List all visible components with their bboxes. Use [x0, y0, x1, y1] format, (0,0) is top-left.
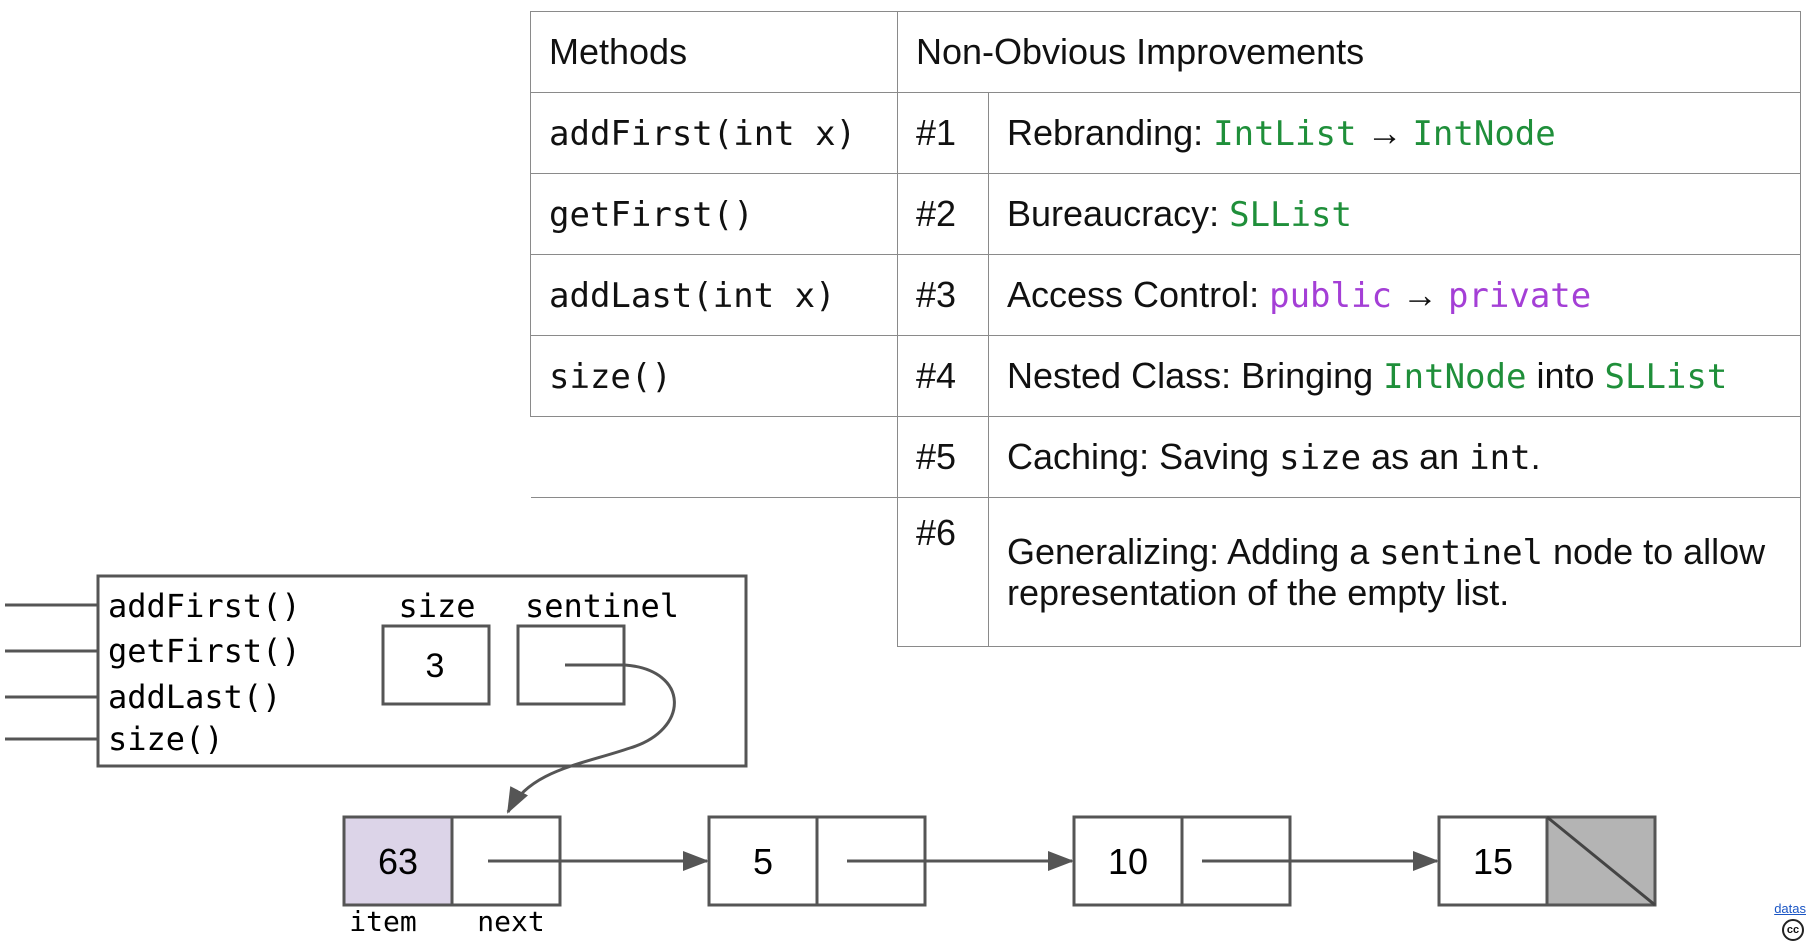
- description-segment: SLList: [1604, 357, 1728, 397]
- description-segment: Nested Class: Bringing: [1007, 355, 1384, 396]
- description-segment: sentinel: [1379, 532, 1544, 573]
- item-label: item: [349, 905, 416, 938]
- description-segment: as an: [1361, 436, 1470, 477]
- method-label: getFirst(): [108, 632, 301, 670]
- description-segment: int: [1469, 438, 1531, 478]
- method-cell: addLast(int x): [530, 254, 898, 336]
- sentinel-label: sentinel: [525, 587, 679, 625]
- description-segment: public: [1269, 276, 1392, 316]
- description-segment: IntNode: [1383, 357, 1527, 397]
- header-methods: Methods: [530, 11, 898, 93]
- header-improvements: Non-Obvious Improvements: [897, 11, 1801, 93]
- sllist-box: [96, 574, 748, 768]
- method-label: addLast(): [108, 678, 281, 716]
- size-field: [381, 624, 491, 706]
- table-header-row: Methods Non-Obvious Improvements: [530, 11, 1801, 93]
- description-segment: .: [1530, 436, 1541, 477]
- description-segment: Bureaucracy:: [1007, 193, 1230, 234]
- improvement-number: #6: [897, 497, 989, 647]
- description-segment: →: [1391, 274, 1448, 315]
- node-value: 63: [378, 841, 418, 882]
- description-segment: Access Control:: [1007, 274, 1270, 315]
- method-label: size(): [108, 720, 224, 758]
- description-segment: IntNode: [1412, 114, 1556, 154]
- method-cell: getFirst(): [530, 173, 898, 255]
- description-segment: Generalizing: Adding a: [1007, 530, 1380, 572]
- method-name: addLast(int x): [549, 276, 836, 316]
- method-name: size(): [549, 357, 672, 397]
- node-item-field: [342, 815, 454, 907]
- improvements-table: Methods Non-Obvious Improvements addFirs…: [530, 11, 1801, 647]
- sentinel-pointer-arrow: [506, 663, 676, 814]
- description-segment: SLList: [1229, 195, 1352, 235]
- node-last: 15: [1437, 815, 1657, 907]
- description-segment: into: [1526, 355, 1605, 396]
- description-segment: node to allow representation of the empt…: [1007, 530, 1766, 613]
- improvement-description: Caching: Saving size as an int.: [988, 416, 1801, 498]
- node-sentinel: 63: [342, 815, 562, 907]
- improvement-number: #5: [897, 416, 989, 498]
- description-segment: IntList: [1213, 114, 1357, 154]
- method-cell: [530, 416, 898, 498]
- node-value: 10: [1108, 841, 1148, 882]
- size-value: 3: [426, 647, 445, 685]
- description-segment: Caching: Saving: [1007, 436, 1280, 477]
- node: 10: [1072, 815, 1292, 907]
- improvement-description: Nested Class: Bringing IntNode into SLLi…: [988, 335, 1801, 417]
- method-label: addFirst(): [108, 587, 301, 625]
- node-value: 15: [1473, 841, 1513, 882]
- description-segment: private: [1447, 276, 1592, 316]
- improvement-description: Bureaucracy: SLList: [988, 173, 1801, 255]
- method-name: getFirst(): [549, 195, 754, 235]
- footer-link[interactable]: datas: [1774, 901, 1806, 916]
- cc-license-icon: cc: [1782, 919, 1804, 941]
- size-label: size: [398, 587, 475, 625]
- method-cell: size(): [530, 335, 898, 417]
- improvement-number: #2: [897, 173, 989, 255]
- improvement-description: Rebranding: IntList → IntNode: [988, 92, 1801, 174]
- improvement-description: Generalizing: Adding a sentinel node to …: [988, 497, 1801, 647]
- description-segment: size: [1279, 438, 1362, 478]
- improvement-number: #3: [897, 254, 989, 336]
- method-stub-lines: [5, 603, 98, 741]
- description-segment: →: [1356, 112, 1413, 153]
- method-cell: [530, 497, 898, 647]
- null-slash: [1546, 815, 1656, 907]
- next-label: next: [477, 905, 544, 938]
- method-cell: addFirst(int x): [530, 92, 898, 174]
- method-name: addFirst(int x): [549, 114, 857, 154]
- description-segment: Rebranding:: [1007, 112, 1214, 153]
- improvement-description: Access Control: public → private: [988, 254, 1801, 336]
- node-value: 5: [753, 841, 773, 882]
